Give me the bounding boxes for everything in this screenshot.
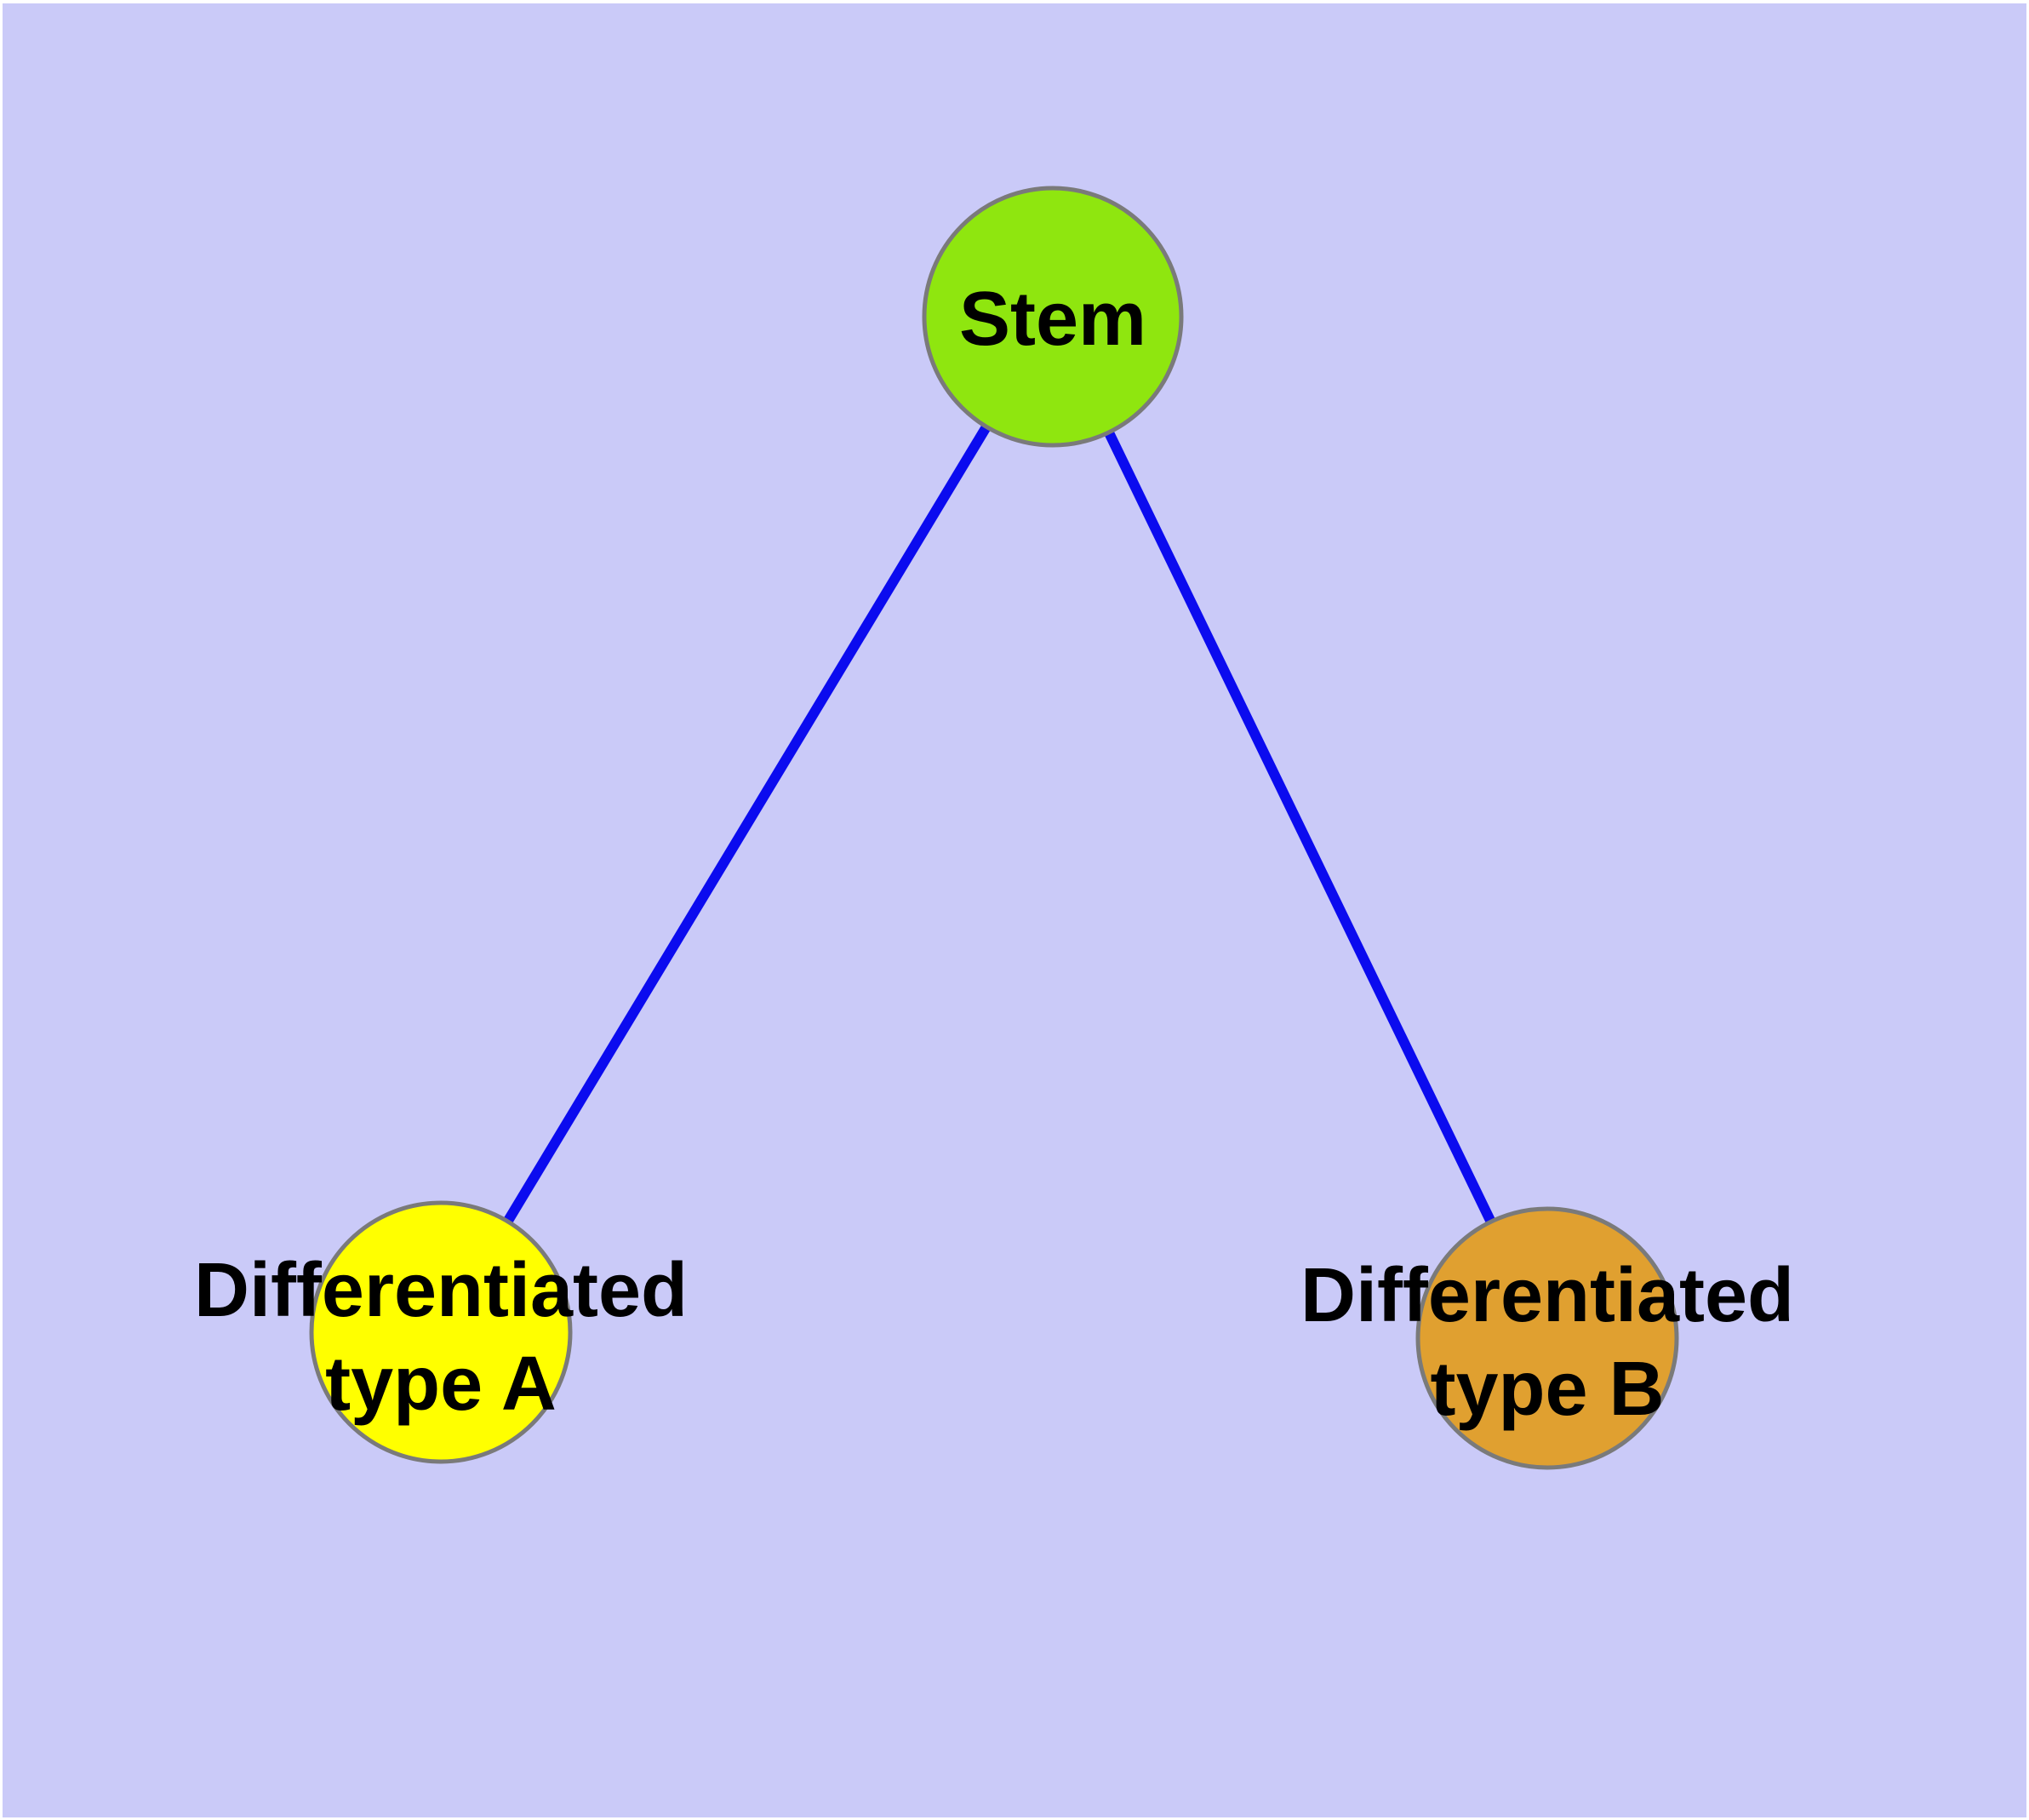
differentiated-type-b-node xyxy=(1415,1206,1679,1470)
edge-stem-to-type-b xyxy=(1048,314,1552,1341)
differentiated-type-b-label-line2: type B xyxy=(1430,1347,1664,1432)
edge-stem-to-type-a xyxy=(436,313,1058,1336)
differentiated-type-b-label-line1: Differentiated xyxy=(1300,1253,1794,1338)
differentiated-type-a-label-line2: type A xyxy=(325,1342,557,1427)
differentiated-type-a-node xyxy=(309,1200,573,1464)
stem-node-label: Stem xyxy=(959,277,1146,362)
differentiated-type-a-label-line1: Differentiated xyxy=(194,1248,688,1333)
stem-node xyxy=(922,186,1184,448)
